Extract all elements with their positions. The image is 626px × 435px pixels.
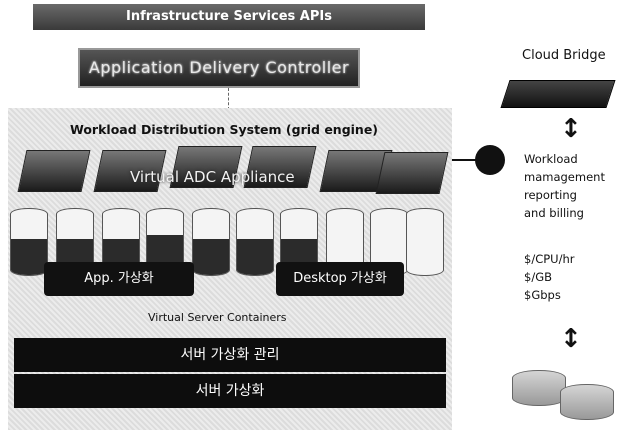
cloud-bridge-device-icon — [500, 80, 616, 108]
infrastructure-apis-bar: Infrastructure Services APIs — [33, 4, 425, 30]
virtual-server-containers-label: Virtual Server Containers — [148, 311, 287, 324]
server-virtualization-bar: 서버 가상화 — [14, 374, 446, 408]
pricing-text: $/CPU/hr $/GB $Gbps — [524, 250, 574, 304]
double-arrow-icon: ↕ — [560, 114, 582, 144]
workload-line: and billing — [524, 206, 584, 220]
app-virtualization-label: App. 가상화 — [84, 271, 154, 286]
cloud-bridge-label: Cloud Bridge — [522, 48, 606, 63]
adc-label: Application Delivery Controller — [88, 58, 350, 77]
storage-cylinder-icon — [192, 208, 230, 276]
price-line: $/GB — [524, 270, 552, 284]
connection-node-icon — [475, 145, 505, 175]
app-virtualization-block: App. 가상화 — [44, 262, 194, 296]
price-line: $/CPU/hr — [524, 252, 575, 266]
storage-cylinder-icon — [406, 208, 444, 276]
server-virt-management-bar: 서버 가상화 관리 — [14, 338, 446, 372]
server-virt-management-label: 서버 가상화 관리 — [180, 347, 280, 363]
desktop-virtualization-label: Desktop 가상화 — [293, 271, 387, 286]
database-icon — [512, 370, 566, 406]
virtual-adc-label: Virtual ADC Appliance — [130, 168, 295, 186]
workload-line: Workload — [524, 152, 578, 166]
server-virtualization-label: 서버 가상화 — [195, 383, 265, 399]
storage-cylinder-icon — [10, 208, 48, 276]
workload-line: reporting — [524, 188, 577, 202]
workload-distribution-title: Workload Distribution System (grid engin… — [70, 122, 379, 137]
appliance-icon — [17, 150, 91, 192]
storage-cylinder-icon — [236, 208, 274, 276]
connector-line — [228, 88, 229, 110]
connector-line — [452, 159, 476, 161]
workload-management-text: Workload mamagement reporting and billin… — [524, 150, 605, 222]
double-arrow-icon: ↕ — [560, 324, 582, 354]
workload-line: mamagement — [524, 170, 605, 184]
desktop-virtualization-block: Desktop 가상화 — [276, 262, 404, 296]
appliance-icon — [375, 152, 449, 194]
database-icon — [560, 384, 614, 420]
price-line: $Gbps — [524, 288, 561, 302]
application-delivery-controller: Application Delivery Controller — [78, 48, 360, 88]
